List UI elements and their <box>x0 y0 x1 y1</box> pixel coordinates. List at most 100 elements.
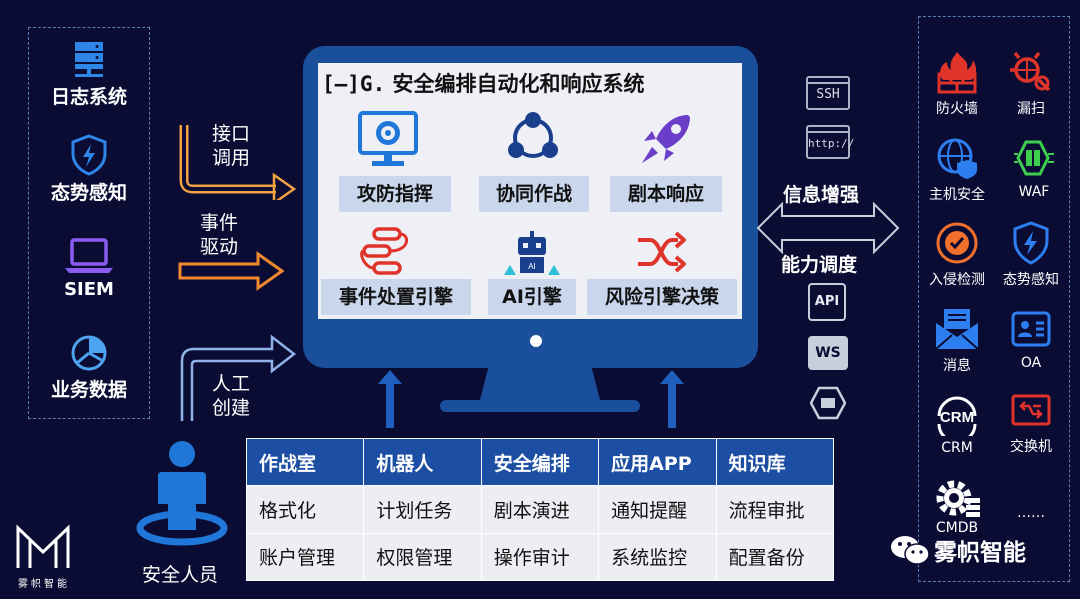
function-incident-engine: 事件处置引擎 <box>321 279 471 315</box>
product-logo: [—]G. <box>322 72 386 96</box>
table-cell: 格式化 <box>245 485 365 534</box>
trigger-line: 创建 <box>212 397 251 419</box>
target-host-security: 主机安全 <box>922 136 992 204</box>
source-log-system: 日志系统 <box>28 40 150 109</box>
target-label: …… <box>1017 505 1045 521</box>
target-label: 防火墙 <box>936 101 978 117</box>
trigger-line: 调用 <box>212 147 251 169</box>
target-situational-awareness: 态势感知 <box>996 221 1066 289</box>
target-label: CMDB <box>935 520 979 536</box>
table-cell: 流程审批 <box>715 485 835 534</box>
bug-scan-icon <box>1010 51 1051 92</box>
target-cmdb: CMDB <box>922 474 992 536</box>
system-title-text: 安全编排自动化和响应系统 <box>392 72 645 96</box>
table-header-cell: 知识库 <box>715 437 835 487</box>
target-vuln-scan: 漏扫 <box>996 50 1066 118</box>
table-cell: 通知提醒 <box>598 485 717 534</box>
brand-logo-text: 雾帜智能 <box>18 579 70 590</box>
target-label: 漏扫 <box>1017 101 1045 117</box>
table-header-cell: 作战室 <box>245 437 365 487</box>
source-label: 日志系统 <box>50 86 127 108</box>
target-label: OA <box>1020 355 1042 371</box>
table-row: 格式化 计划任务 剧本演进 通知提醒 流程审批 <box>245 485 835 534</box>
source-label: SIEM <box>64 279 114 300</box>
table-cell: 账户管理 <box>245 532 365 582</box>
trigger-line: 人工 <box>212 373 251 395</box>
event-driven-arrow <box>178 251 285 291</box>
shield-bolt-icon <box>1013 221 1049 265</box>
function-ai-engine: AI引擎 <box>488 279 576 315</box>
table-cell: 配置备份 <box>715 532 835 582</box>
capability-table: 作战室 机器人 安全编排 应用APP 知识库 格式化 计划任务 剧本演进 通知提… <box>245 437 835 582</box>
trigger-line: 接口 <box>212 123 251 145</box>
source-label: 业务数据 <box>50 379 127 401</box>
target-label: 态势感知 <box>1003 272 1059 288</box>
target-firewall: 防火墙 <box>922 50 992 118</box>
function-risk-engine: 风险引擎决策 <box>587 279 737 315</box>
api-chip-icon: API <box>808 283 846 321</box>
firewall-icon <box>937 52 977 94</box>
source-label: 态势感知 <box>50 182 127 204</box>
ability-scheduling-label: 能力调度 <box>781 254 858 276</box>
api-call-arrow <box>179 125 297 200</box>
code-hexagon-icon <box>810 386 846 420</box>
up-arrow-right <box>660 370 684 428</box>
ws-label: WS <box>815 345 841 361</box>
table-header-row: 作战室 机器人 安全编排 应用APP 知识库 <box>245 437 835 487</box>
monitor-target-icon <box>358 111 418 166</box>
target-label: 主机安全 <box>929 187 985 203</box>
wechat-icon <box>891 536 930 565</box>
laptop-icon <box>65 238 113 273</box>
cmdb-gear-icon <box>936 480 980 517</box>
source-situational-awareness: 态势感知 <box>28 134 150 205</box>
rocket-icon <box>642 115 690 163</box>
target-more: …… <box>996 505 1066 521</box>
watermark-text: 雾帜智能 <box>934 540 1026 566</box>
switch-icon <box>1011 394 1051 426</box>
trigger-event-driven: 事件 驱动 <box>200 211 238 259</box>
table-row: 账户管理 权限管理 操作审计 系统监控 配置备份 <box>245 532 835 582</box>
target-label: 消息 <box>943 358 971 374</box>
target-crm: CRM CRM <box>922 392 992 456</box>
system-title: [—]G. 安全编排自动化和响应系统 <box>322 68 645 98</box>
network-icon <box>508 112 558 158</box>
table-cell: 权限管理 <box>363 532 482 582</box>
shuffle-icon <box>638 231 686 273</box>
table-cell: 操作审计 <box>480 532 600 582</box>
up-arrow-left <box>378 370 402 428</box>
function-playbook-response: 剧本响应 <box>610 176 722 212</box>
crm-icon: CRM <box>937 396 977 436</box>
target-label: CRM <box>941 440 973 456</box>
server-icon <box>75 42 103 77</box>
monitor-power-dot <box>530 335 542 347</box>
trigger-line: 驱动 <box>200 236 239 258</box>
target-message: 消息 <box>922 307 992 375</box>
pie-chart-icon <box>71 335 107 371</box>
svg-text:AI: AI <box>528 262 536 271</box>
globe-shield-icon <box>937 138 977 179</box>
mail-icon <box>935 309 979 350</box>
ws-icon: WS <box>808 336 848 370</box>
robot-icon: AI <box>504 231 560 275</box>
waf-icon <box>1014 140 1054 176</box>
target-waf: WAF <box>999 136 1069 200</box>
ssh-icon: SSH <box>806 76 850 110</box>
table-cell: 系统监控 <box>598 532 717 582</box>
function-collaborative-ops: 协同作战 <box>479 176 589 212</box>
trigger-api-call: 接口 调用 <box>212 122 250 170</box>
source-panel <box>28 27 150 419</box>
table-cell: 计划任务 <box>363 485 482 534</box>
security-person-icon <box>136 441 228 546</box>
target-label: 交换机 <box>1010 439 1052 455</box>
api-label: API <box>814 294 840 309</box>
person-label: 安全人员 <box>141 564 218 586</box>
bidirectional-arrow <box>756 201 900 255</box>
shield-icon <box>71 134 107 176</box>
target-intrusion-detection: 入侵检测 <box>922 221 992 289</box>
intrusion-icon <box>936 222 978 264</box>
table-header-cell: 机器人 <box>363 437 482 487</box>
source-siem: SIEM <box>28 237 150 300</box>
target-label: 入侵检测 <box>929 272 985 288</box>
table-cell: 剧本演进 <box>480 485 600 534</box>
manual-create-arrow <box>180 334 297 421</box>
